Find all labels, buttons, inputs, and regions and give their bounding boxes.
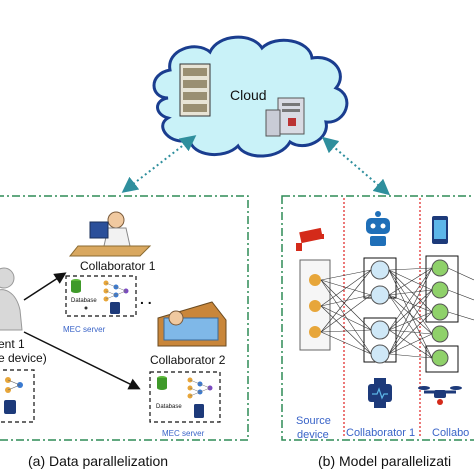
collab1-nodes (370, 260, 390, 364)
client-nn-icon (5, 377, 23, 393)
collab2-node (431, 303, 449, 321)
cloud-to-right-arrow (321, 136, 391, 196)
collab2-nodes (431, 259, 449, 367)
client-label-line1: ent 1 (0, 337, 25, 351)
client-tablet-icon (4, 400, 16, 414)
collab2-node (431, 349, 449, 367)
data-parallel-caption: (a) Data parallelization (28, 453, 168, 469)
collab1-database-icon (71, 279, 81, 293)
client-person-icon (0, 267, 23, 331)
robot-icon (366, 211, 390, 246)
server-tower-icon (265, 97, 305, 137)
collab2-layer-top (425, 255, 459, 323)
collab2-mec-label: MEC server (162, 429, 205, 438)
collab1-node (370, 344, 390, 364)
cloud-label: Cloud (230, 87, 267, 103)
phone-icon (432, 216, 448, 244)
collab2-node (431, 281, 449, 299)
collab2-mec-box (149, 371, 221, 423)
client-device-box (0, 369, 35, 423)
source-node (309, 326, 321, 338)
nn-connections (320, 267, 474, 359)
client-label-line2: e device) (0, 351, 47, 365)
collab2-tablet-icon (194, 404, 204, 418)
collaborator2-bed-icon (157, 301, 227, 347)
model-parallel-caption: (b) Model parallelizati (318, 453, 451, 469)
model-collab2-label-partial: Collabo (432, 427, 469, 439)
collaborator1-label: Collaborator 1 (80, 259, 156, 273)
source-node (309, 300, 321, 312)
collab2-node (431, 259, 449, 277)
collab2-node (431, 325, 449, 343)
drone-icon (418, 386, 462, 405)
collab1-node (370, 260, 390, 280)
collab2-nn-icon (187, 377, 213, 399)
collab1-nn-icon (103, 280, 129, 302)
smartwatch-icon (368, 378, 392, 408)
collab1-tablet-icon (110, 302, 120, 314)
source-node (309, 274, 321, 286)
source-device-label-line2: device (297, 429, 329, 441)
model-parallel-panel (281, 195, 474, 441)
cloud-to-left-arrow (121, 135, 197, 193)
collab1-node (370, 320, 390, 340)
collab1-node (370, 285, 390, 305)
collab1-mec-box (65, 275, 137, 317)
collab2-layer-bottom (425, 345, 459, 373)
model-collab1-label: Collaborator 1 (346, 427, 415, 439)
arrow-to-collab1 (23, 272, 67, 301)
server-rack-icon (179, 63, 211, 117)
collab2-database-icon (157, 376, 167, 390)
source-nodes (309, 274, 321, 338)
data-parallel-panel (0, 195, 249, 441)
camera-icon (296, 227, 324, 251)
collab1-database-label: Database (71, 298, 97, 304)
arrow-to-collab2 (23, 331, 141, 390)
collaborator2-label: Collaborator 2 (150, 353, 226, 367)
collab1-dot (84, 306, 88, 310)
collab1-mec-label: MEC server (63, 325, 106, 334)
source-device-label-line1: Source (296, 415, 331, 427)
collab2-database-label: Database (156, 404, 182, 410)
collaborator1-desk-icon (68, 211, 152, 257)
ellipsis-more-collaborators: . . (140, 291, 152, 307)
